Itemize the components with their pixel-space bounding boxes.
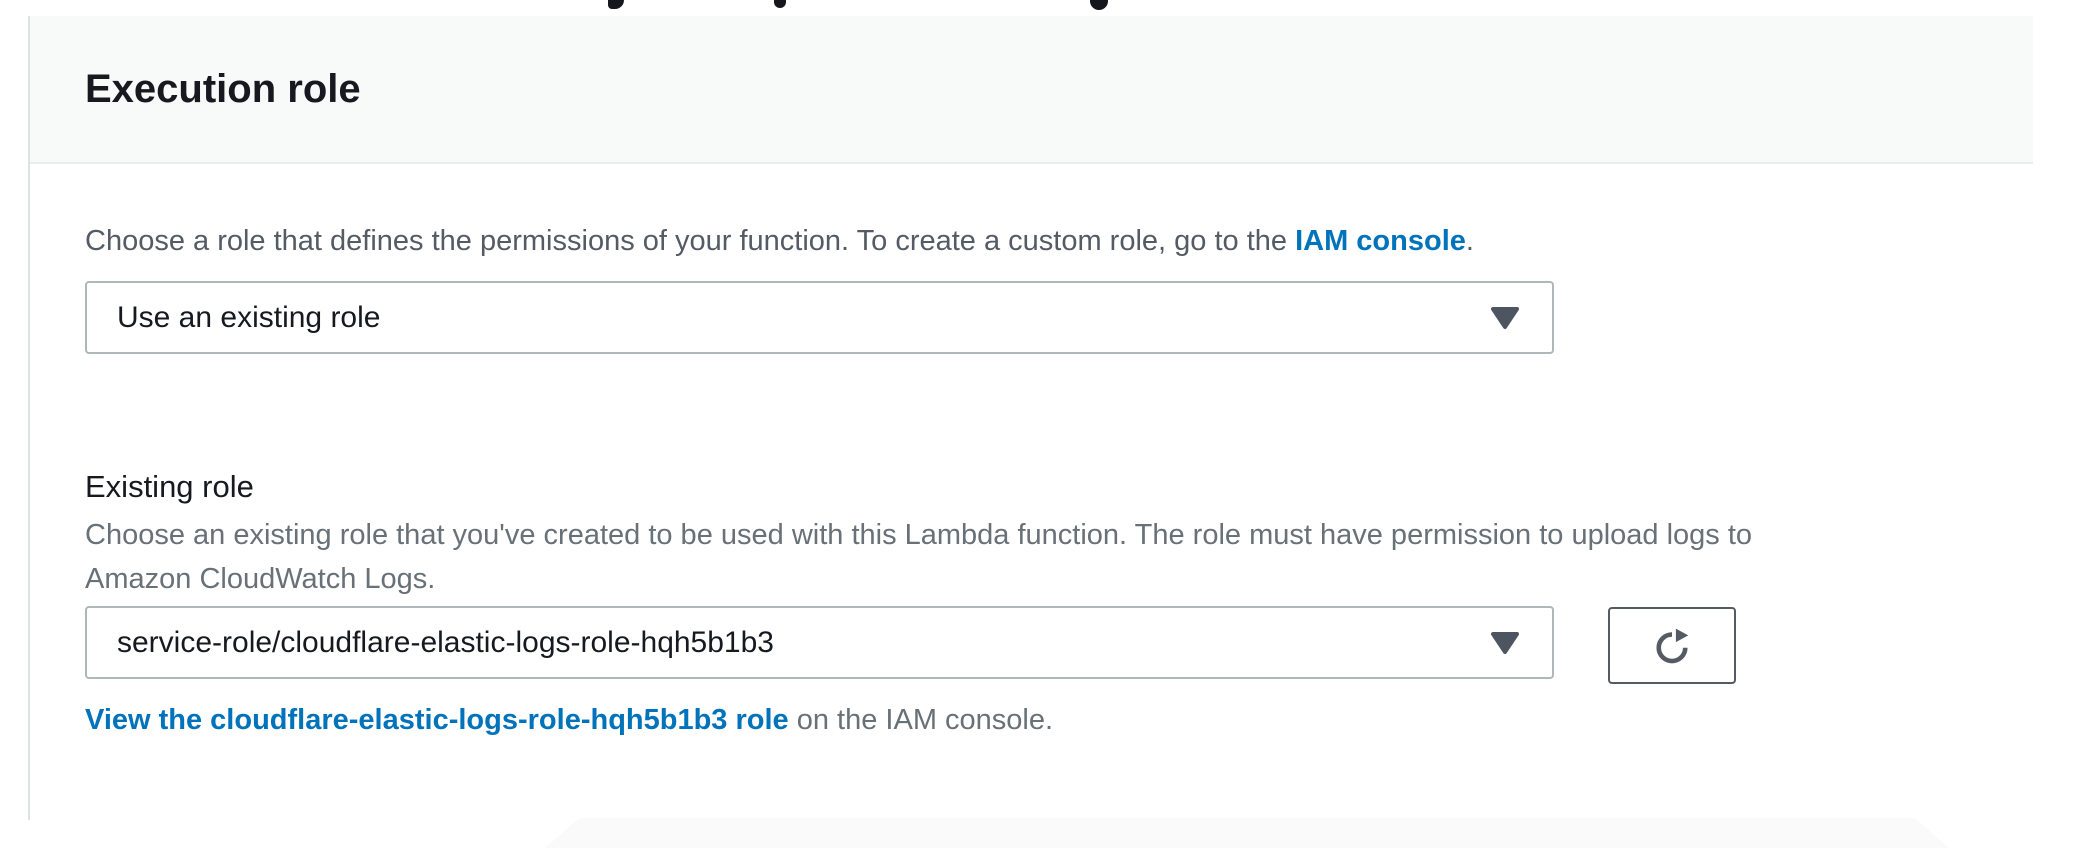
cropped-text-fragment xyxy=(0,0,2088,12)
refresh-roles-button[interactable] xyxy=(1608,607,1736,684)
iam-console-link[interactable]: IAM console xyxy=(1295,225,1466,257)
panel-left-border xyxy=(28,16,30,820)
existing-role-label: Existing role xyxy=(85,469,254,504)
cropped-bottom-panel-edge xyxy=(545,818,1949,848)
descender-mark xyxy=(608,0,624,9)
role-help-suffix: . xyxy=(1465,225,1474,257)
existing-role-description-line2: Amazon CloudWatch Logs. xyxy=(85,563,436,595)
descender-mark xyxy=(774,0,786,8)
caret-down-icon xyxy=(1491,632,1519,654)
role-help-text: Choose a role that defines the permissio… xyxy=(85,225,1474,258)
caret-down-icon xyxy=(1491,307,1519,329)
descender-mark xyxy=(1090,0,1108,10)
view-role-line: View the cloudflare-elastic-logs-role-hq… xyxy=(85,704,1053,737)
role-source-dropdown-value: Use an existing role xyxy=(117,301,381,334)
role-source-dropdown[interactable]: Use an existing role xyxy=(85,281,1554,354)
panel-title: Execution role xyxy=(85,67,361,111)
existing-role-dropdown[interactable]: service-role/cloudflare-elastic-logs-rol… xyxy=(85,606,1554,679)
view-role-suffix: on the IAM console. xyxy=(788,704,1054,736)
existing-role-description-line1: Choose an existing role that you've crea… xyxy=(85,519,1753,551)
role-help-prefix: Choose a role that defines the permissio… xyxy=(85,225,1296,257)
panel-header: Execution role xyxy=(30,16,2033,164)
existing-role-dropdown-value: service-role/cloudflare-elastic-logs-rol… xyxy=(117,626,774,659)
refresh-icon xyxy=(1656,628,1689,663)
view-role-link[interactable]: View the cloudflare-elastic-logs-role-hq… xyxy=(85,704,789,736)
